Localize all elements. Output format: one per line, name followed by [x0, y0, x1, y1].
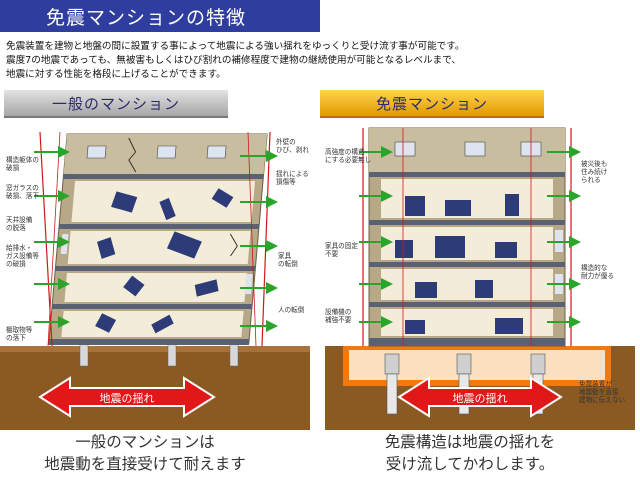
caption-line: 受け流してかわします。 [385, 455, 555, 473]
label-no-furniture-fix: 家具の固定 不要 [325, 242, 358, 258]
description-line: 地震に対する性能を格段に上げることができます。 [6, 69, 226, 80]
earthquake-arrow [397, 376, 563, 418]
caption-line: 地震動を直接受けて耐えます [44, 455, 246, 473]
caption-conventional: 一般のマンションは 地震動を直接受けて耐えます [20, 431, 270, 475]
building-tilted [48, 133, 268, 345]
label-isolator-effect: 免震装置が 地震動を直接 建物に伝えない [579, 380, 626, 404]
header-conventional-label: 一般のマンション [51, 95, 180, 113]
label-wall-crack: 外壁の ひび、剥れ [276, 138, 309, 154]
label-shaking-damage: 揺れによる 損傷等 [276, 170, 309, 186]
label-falling-objects: 棚取物等 の落下 [6, 326, 33, 342]
label-structural-strength: 構造的な 耐力が優る [581, 264, 614, 280]
description: 免震装置を建物と地盤の間に設置する事によって地震による強い揺れをゆっくりと受け流… [6, 40, 626, 82]
conventional-building-illustration: 構造躯体の 破損 窓ガラスの 破損、落下 天井設備 の脱落 給排水・ ガス設備等… [0, 124, 310, 430]
caption-isolation: 免震構造は地震の揺れを 受け流してかわします。 [345, 431, 595, 475]
isolation-building-illustration: 高強度の構造 にする必要無し 家具の固定 不要 設備機の 補強不要 被災後も 住… [325, 124, 635, 430]
title-bar: 免震マンションの特徴 [0, 0, 320, 32]
arrow-label: 地震の揺れ [99, 392, 155, 405]
description-line: 震度7の地震であっても、無被害もしくはひび割れの補修程度で建物の継続使用が可能と… [6, 55, 461, 66]
label-no-high-strength: 高強度の構造 にする必要無し [325, 148, 372, 164]
caption-line: 一般のマンションは [75, 433, 215, 451]
description-line: 免震装置を建物と地盤の間に設置する事によって地震による強い揺れをゆっくりと受け流… [6, 41, 465, 52]
label-people-fall: 人の転倒 [278, 306, 305, 314]
label-structure-damage: 構造躯体の 破損 [6, 156, 39, 172]
earthquake-arrow [38, 376, 216, 418]
label-continue-living: 被災後も 住み続け られる [581, 160, 608, 184]
header-seismic-isolation: 免震マンション [320, 90, 544, 118]
page-title: 免震マンションの特徴 [46, 7, 247, 29]
label-ceiling-fall: 天井設備 の脱落 [6, 216, 33, 232]
caption-line: 免震構造は地震の揺れを [384, 433, 556, 451]
header-conventional: 一般のマンション [4, 90, 228, 118]
building-upright [368, 127, 566, 347]
label-plumbing-damage: 給排水・ ガス設備等 の破損 [6, 244, 39, 268]
header-seismic-isolation-label: 免震マンション [375, 95, 488, 113]
label-window-damage: 窓ガラスの 破損、落下 [6, 184, 39, 200]
label-furniture-fall: 家具 の転倒 [278, 252, 298, 268]
label-no-equipment-reinforce: 設備機の 補強不要 [325, 308, 352, 324]
arrow-label: 地震の揺れ [452, 392, 508, 405]
